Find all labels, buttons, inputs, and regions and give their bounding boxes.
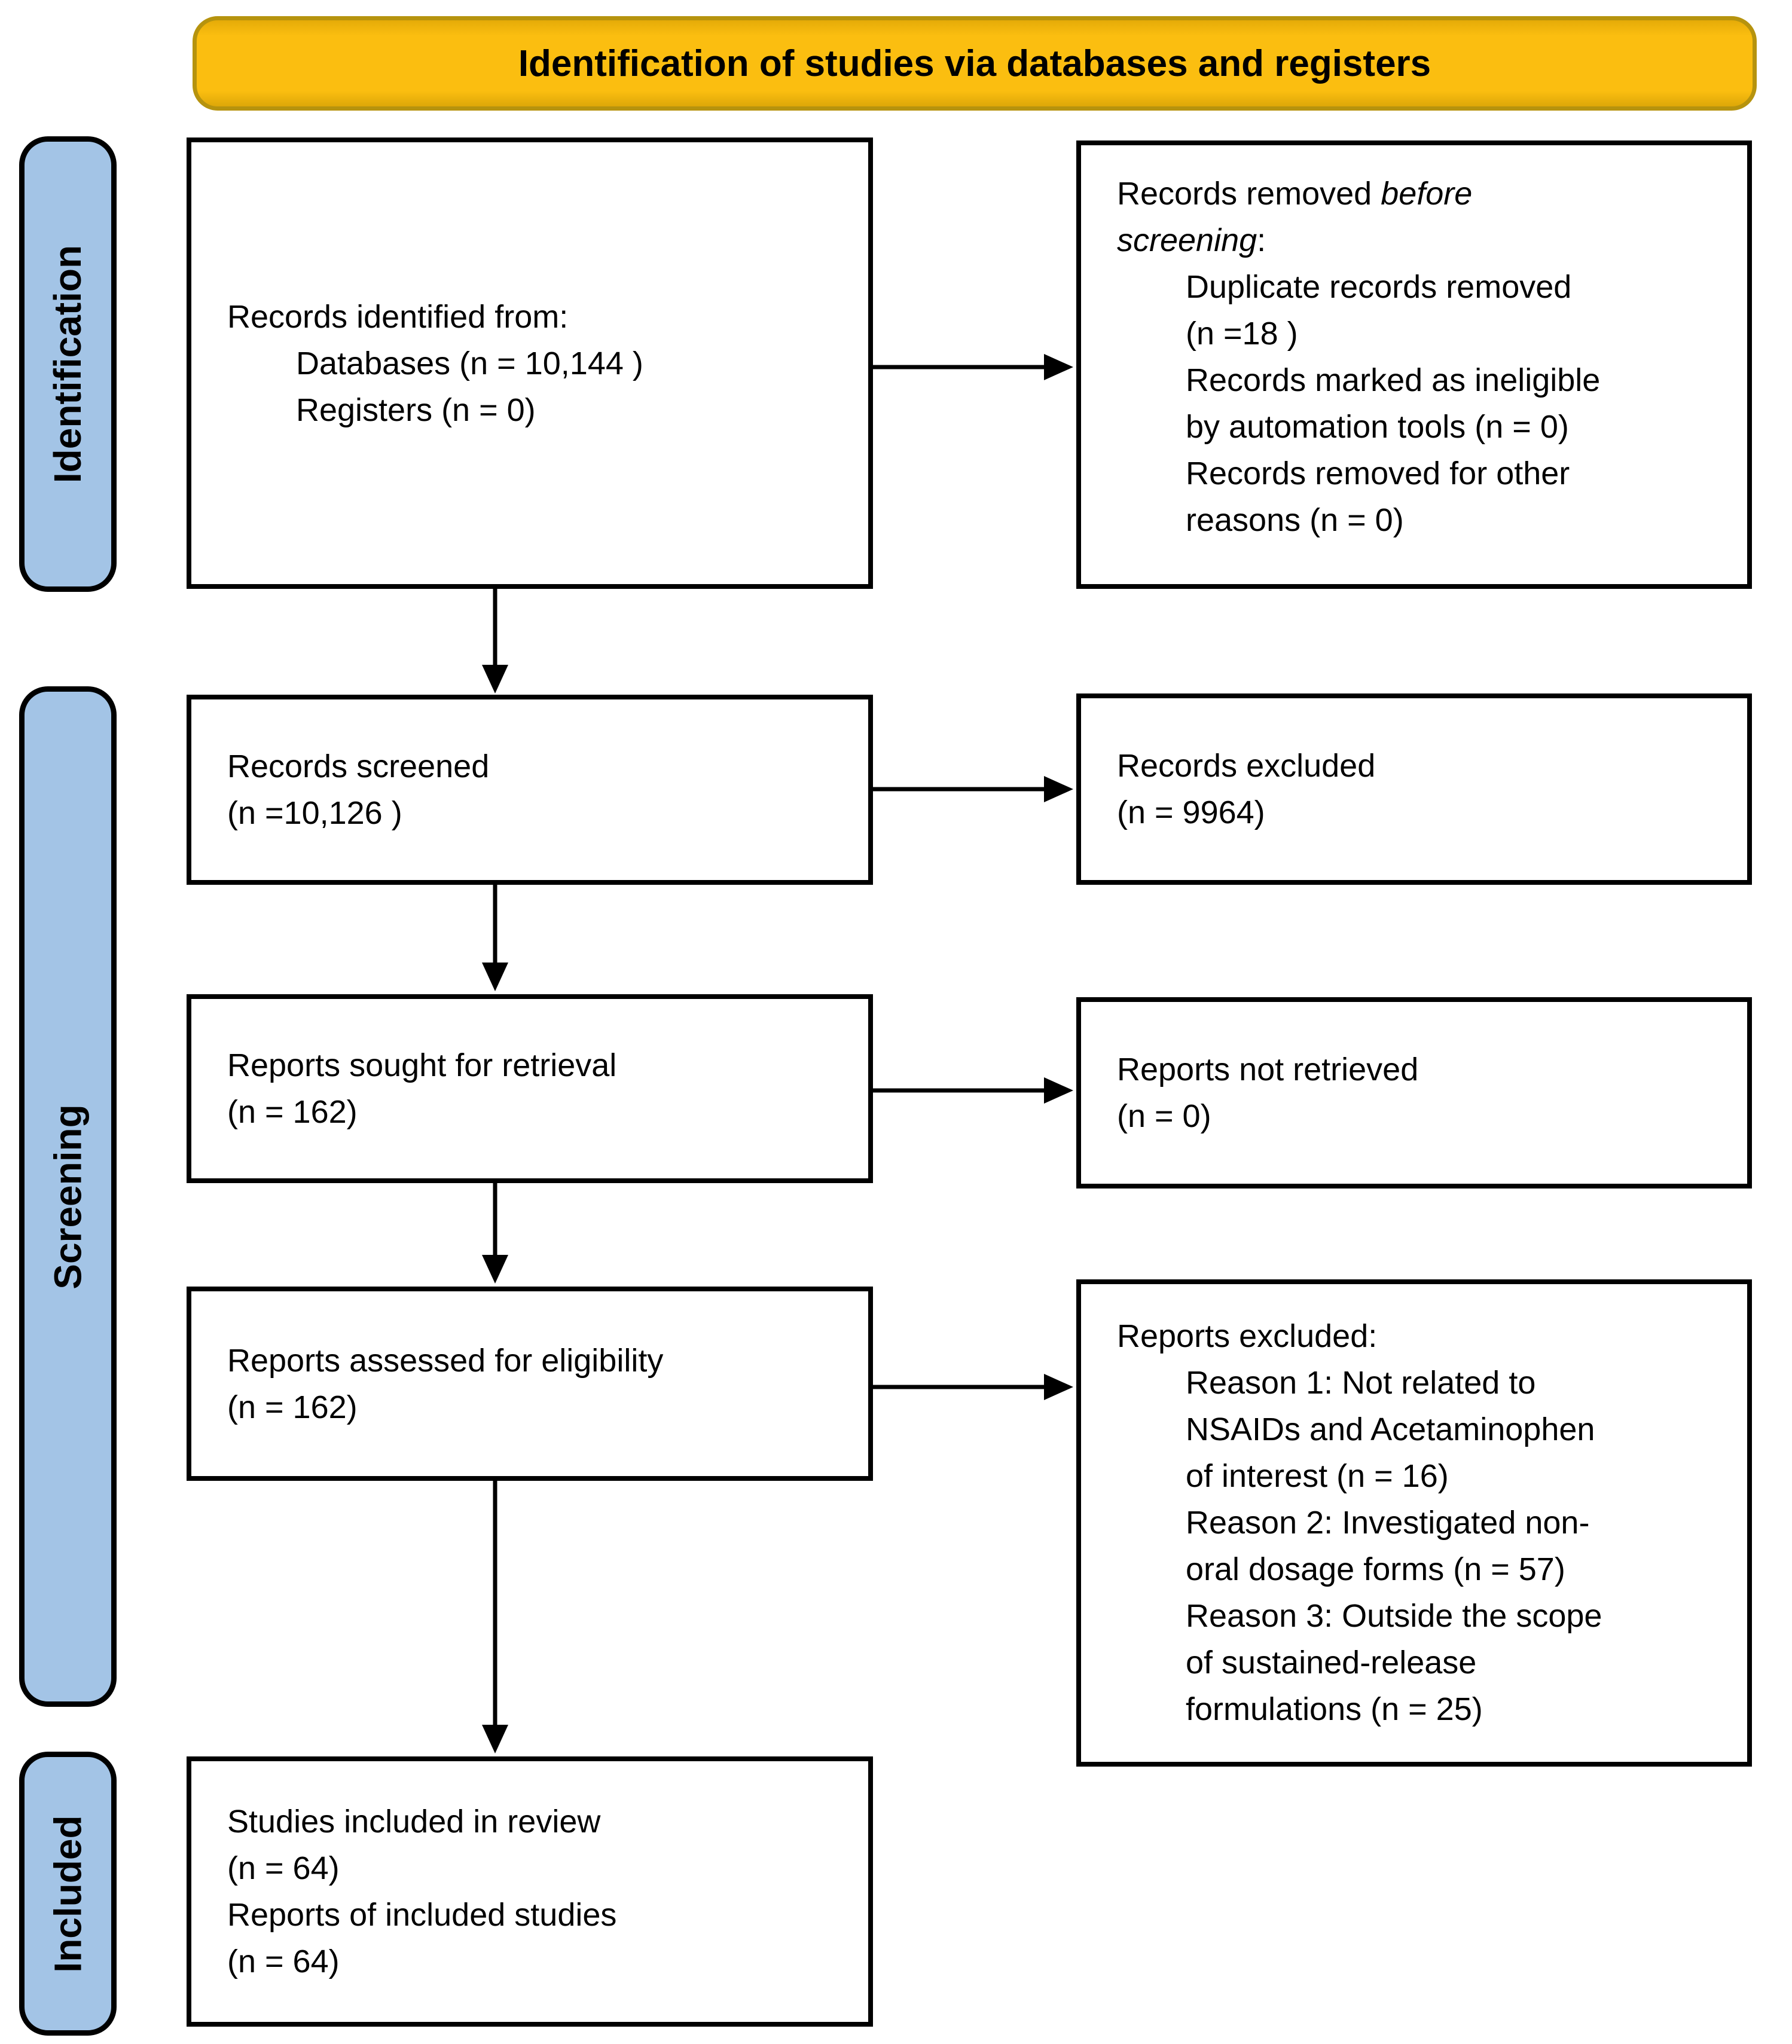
- reports-excluded-box: Reports excluded: Reason 1: Not related t…: [1076, 1279, 1752, 1767]
- box-text-line: Duplicate records removed: [1186, 269, 1572, 305]
- reports-not-retrieved-box: Reports not retrieved (n = 0): [1076, 997, 1752, 1188]
- records-removed-heading-prefix: Records removed: [1117, 176, 1381, 212]
- arrow-screened-to-excluded: [873, 776, 1073, 802]
- records-removed-heading: Records removed before screening:: [1081, 170, 1747, 264]
- arrow-assessed-to-included: [482, 1481, 508, 1753]
- box-text-line: Records identified from:: [227, 298, 569, 335]
- stage-screening-label: Screening: [46, 1104, 90, 1290]
- arrow-assessed-to-reports-excluded: [873, 1374, 1073, 1400]
- arrow-identified-to-removed: [873, 354, 1073, 380]
- box-text-line: (n = 64): [227, 1850, 340, 1886]
- arrow-screened-to-sought: [482, 885, 508, 991]
- banner-title: Identification of studies via databases …: [518, 42, 1431, 84]
- stage-identification: Identification: [19, 136, 117, 592]
- box-text-line: (n = 162): [227, 1389, 358, 1425]
- box-text-line: Reason 3: Outside the scope: [1186, 1598, 1602, 1634]
- box-text-line: Databases (n = 10,144 ): [296, 345, 643, 381]
- stage-included: Included: [19, 1752, 117, 2036]
- records-screened-box: Records screened (n =10,126 ): [187, 695, 873, 885]
- box-text-line: by automation tools (n = 0): [1186, 409, 1569, 445]
- box-text-line: Records removed for other: [1186, 456, 1570, 491]
- box-text-line: Reason 1: Not related to: [1186, 1365, 1536, 1401]
- box-text-line: Records screened: [227, 748, 490, 784]
- stage-included-label: Included: [46, 1814, 90, 1973]
- stage-screening: Screening: [19, 686, 117, 1707]
- box-text-line: Reports sought for retrieval: [227, 1047, 617, 1083]
- arrow-sought-to-assessed: [482, 1183, 508, 1284]
- records-removed-heading-suffix: :: [1257, 222, 1266, 258]
- banner: Identification of studies via databases …: [193, 16, 1757, 111]
- box-text-line: (n = 9964): [1117, 795, 1265, 830]
- reports-assessed-box: Reports assessed for eligibility (n = 162…: [187, 1287, 873, 1481]
- box-text-line: of interest (n = 16): [1186, 1458, 1449, 1494]
- studies-included-box: Studies included in review (n = 64) Report…: [187, 1756, 873, 2027]
- records-removed-heading-italic: before screening: [1117, 176, 1473, 258]
- box-text-line: Registers (n = 0): [296, 392, 536, 428]
- box-text-line: formulations (n = 25): [1186, 1691, 1483, 1727]
- arrow-identified-to-screened: [482, 589, 508, 693]
- stage-identification-label: Identification: [46, 245, 90, 484]
- box-text-line: of sustained-release: [1186, 1645, 1477, 1681]
- arrow-sought-to-not-retrieved: [873, 1077, 1073, 1104]
- box-text-line: Reports assessed for eligibility: [227, 1342, 664, 1379]
- box-text-line: (n = 0): [1117, 1098, 1211, 1134]
- box-text-line: (n =18 ): [1186, 316, 1298, 352]
- box-text-line: Records excluded: [1117, 748, 1376, 784]
- box-text-line: Reports excluded:: [1117, 1318, 1378, 1354]
- box-text-line: Reports of included studies: [227, 1897, 617, 1933]
- box-text-line: (n = 64): [227, 1944, 340, 1979]
- box-text-line: Studies included in review: [227, 1804, 601, 1840]
- reports-sought-box: Reports sought for retrieval (n = 162): [187, 994, 873, 1183]
- box-text-line: Reason 2: Investigated non-: [1186, 1505, 1590, 1541]
- box-text-line: NSAIDs and Acetaminophen: [1186, 1411, 1595, 1447]
- records-excluded-box: Records excluded (n = 9964): [1076, 693, 1752, 885]
- box-text-line: reasons (n = 0): [1186, 502, 1404, 538]
- records-identified-box: Records identified from: Databases (n = 1…: [187, 138, 873, 589]
- box-text-line: (n =10,126 ): [227, 795, 402, 831]
- box-text-line: oral dosage forms (n = 57): [1186, 1551, 1565, 1587]
- box-text-line: Records marked as ineligible: [1186, 362, 1601, 398]
- records-removed-box: Records removed before screening: Duplic…: [1076, 140, 1752, 589]
- box-text-line: Reports not retrieved: [1117, 1052, 1419, 1087]
- box-text-line: (n = 162): [227, 1094, 358, 1130]
